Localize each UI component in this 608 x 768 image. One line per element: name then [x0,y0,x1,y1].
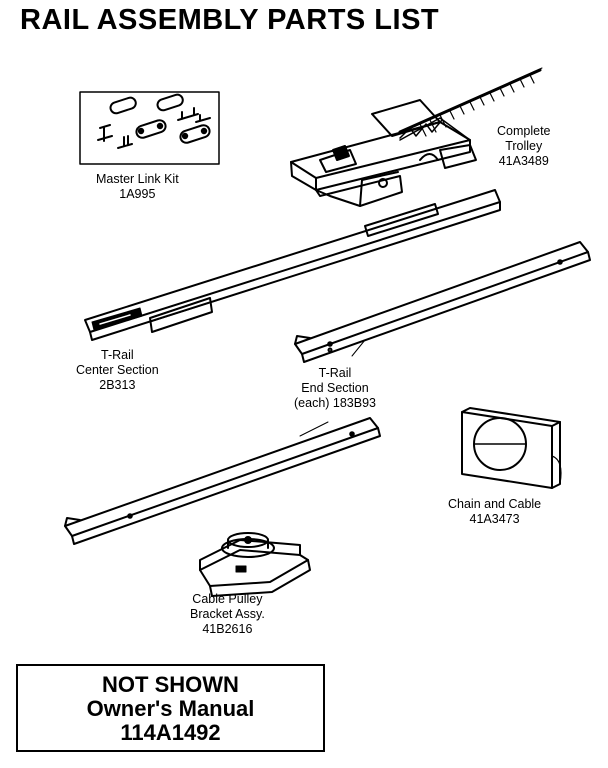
chain-cable-label: Chain and Cable 41A3473 [448,497,541,527]
chain-cable-drawing [461,407,562,489]
end-section-line2: End Section [301,381,369,395]
trolley-label: Complete Trolley 41A3489 [497,124,551,169]
trolley-line1: Complete [497,124,551,138]
not-shown-number: 114A1492 [120,720,221,745]
master-link-name: Master Link Kit [96,172,179,186]
trolley-drawing [290,67,543,207]
trolley-number: 41A3489 [498,154,549,168]
center-section-label: T-Rail Center Section 2B313 [76,348,159,393]
center-section-line1: T-Rail [101,348,134,362]
not-shown-item: Owner's Manual [86,696,255,721]
page-title: RAIL ASSEMBLY PARTS LIST [20,4,440,36]
master-link-number: 1A995 [119,187,156,201]
end-section-line1: T-Rail [318,366,352,380]
center-section-number: 2B313 [99,378,136,392]
not-shown-box: NOT SHOWN Owner's Manual 114A1492 [16,664,325,752]
pulley-label: Cable Pulley Bracket Assy. 41B2616 [190,592,265,637]
chain-cable-name: Chain and Cable [448,497,542,511]
pulley-number: 41B2616 [202,622,253,636]
master-link-label: Master Link Kit 1A995 [96,172,179,202]
end-section-upper-drawing [294,241,591,363]
end-section-number: (each) 183B93 [294,396,377,410]
center-section-line2: Center Section [76,363,159,377]
chain-cable-number: 41A3473 [469,512,520,526]
end-section-lower-drawing [64,417,381,545]
trolley-line2: Trolley [505,139,543,153]
not-shown-heading: NOT SHOWN [102,672,239,697]
master-link-kit-drawing [79,91,220,165]
pulley-line2: Bracket Assy. [190,607,265,621]
end-section-label: T-Rail End Section (each) 183B93 [294,366,376,411]
center-section-drawing [84,189,501,341]
pulley-line1: Cable Pulley [192,592,263,606]
pulley-bracket-drawing [199,532,311,597]
